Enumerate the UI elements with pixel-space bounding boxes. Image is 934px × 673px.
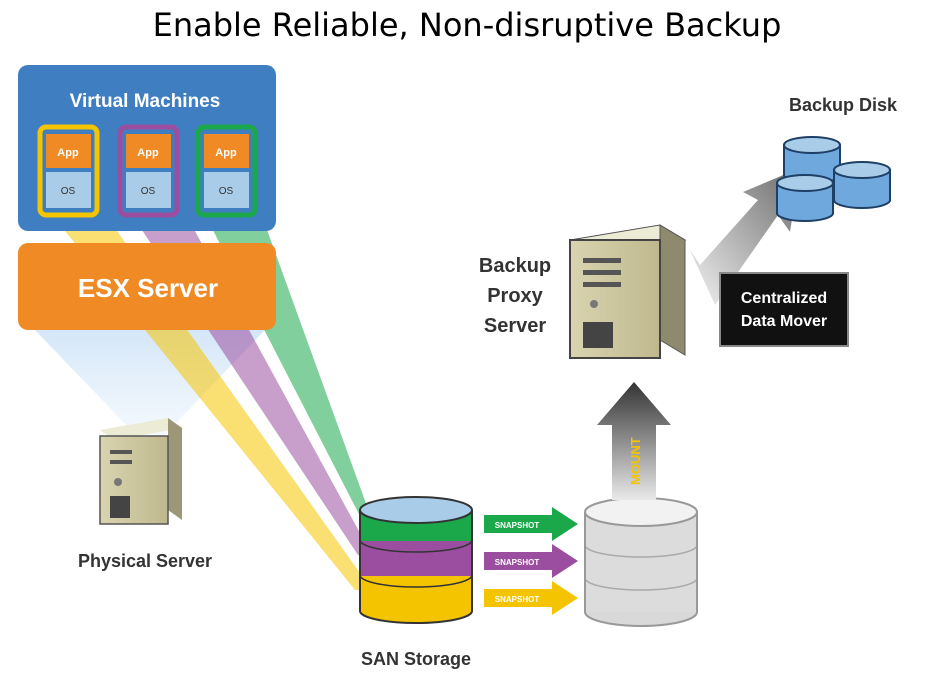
snapshot-arrow: SNAPSHOT — [484, 544, 578, 578]
vm-os-label: OS — [219, 186, 234, 197]
esx-server-label: ESX Server — [78, 273, 218, 303]
backup-disk-cylinder — [833, 161, 891, 209]
snapshot-label: SNAPSHOT — [495, 595, 540, 604]
vm-app-label: App — [57, 147, 79, 159]
proxy-label-line-1: Backup — [479, 255, 551, 277]
physical-server-icon — [99, 418, 182, 525]
snapshot-label: SNAPSHOT — [495, 558, 540, 567]
mount-arrow: MOUNT — [597, 382, 671, 500]
backup-disk-cylinder — [783, 136, 841, 184]
esx-server-box: ESX Server — [18, 243, 276, 330]
backup-disk-cylinder — [776, 174, 834, 222]
snapshot-arrow: SNAPSHOT — [484, 581, 578, 615]
data-mover-line-2: Data Mover — [741, 313, 827, 330]
mount-label: MOUNT — [628, 437, 643, 485]
san-storage-label: SAN Storage — [361, 649, 471, 669]
backup-arrow — [690, 168, 800, 305]
vm-os-label: OS — [61, 186, 76, 197]
physical-server-label: Physical Server — [78, 551, 212, 571]
backup-proxy-server-icon — [568, 224, 687, 359]
vm-app-label: App — [137, 147, 159, 159]
page-title: Enable Reliable, Non-disruptive Backup — [152, 6, 782, 44]
san-storage-icon — [359, 496, 473, 624]
virtual-machines-label: Virtual Machines — [70, 91, 221, 112]
vm-os-label: OS — [141, 186, 156, 197]
backup-disk-icon — [776, 136, 891, 222]
snapshot-arrows: SNAPSHOT SNAPSHOT SNAPSHOT — [484, 507, 578, 615]
snapshot-disk-icon — [584, 497, 698, 627]
proxy-label-line-3: Server — [484, 315, 546, 337]
data-mover-line-1: Centralized — [741, 290, 827, 307]
backup-disk-label: Backup Disk — [789, 95, 898, 115]
snapshot-label: SNAPSHOT — [495, 521, 540, 530]
proxy-label-line-2: Proxy — [487, 285, 543, 307]
vm-app-label: App — [215, 147, 237, 159]
snapshot-arrow: SNAPSHOT — [484, 507, 578, 541]
data-mover-box: Centralized Data Mover — [719, 272, 849, 347]
